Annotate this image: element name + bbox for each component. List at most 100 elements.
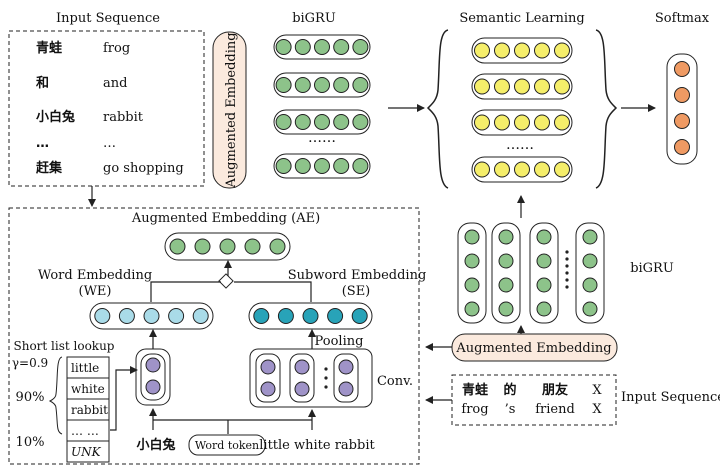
bigru-right-ellipsis-dot	[565, 264, 569, 268]
semantic-row-node	[534, 78, 550, 95]
bigru-right-columns	[457, 222, 605, 324]
augmented-embedding-vertical-label: Augmented Embedding	[224, 32, 239, 188]
ae-row	[164, 232, 291, 261]
se-row	[248, 302, 373, 330]
ae-row-node	[169, 238, 186, 255]
bigru-top-row-node	[275, 158, 292, 174]
bigru-right-node	[582, 277, 598, 293]
pct-90-label: 90%	[16, 390, 45, 405]
conv-filter-node	[338, 381, 354, 397]
se-abbr-label: (SE)	[342, 284, 371, 299]
semantic-ellipsis: ……	[506, 137, 534, 153]
bigru-right-node	[464, 277, 480, 293]
input-token-chinese: 和	[36, 75, 49, 91]
input-token-english: rabbit	[103, 110, 144, 125]
bigru-right-ellipsis-dot	[565, 257, 569, 261]
bigru-top-title: biGRU	[292, 11, 336, 26]
word-token-pill	[188, 434, 266, 456]
input-right-english: friend	[535, 402, 575, 417]
softmax-title: Softmax	[655, 11, 710, 26]
ae-row-node	[194, 238, 211, 255]
semantic-row-node	[534, 114, 550, 131]
semantic-right-brace	[595, 29, 618, 189]
augmented-embedding-panel	[8, 207, 420, 465]
bigru-top-row-node	[314, 77, 330, 93]
semantic-row-node	[554, 114, 570, 131]
semantic-row-node	[494, 42, 510, 59]
bigru-top-rows: ……	[273, 34, 371, 179]
input-token-chinese: 赶集	[35, 160, 63, 176]
conv-filters	[255, 353, 359, 403]
word-embedding-label: Word Embedding	[38, 268, 152, 283]
semantic-row-node	[554, 42, 570, 59]
bigru-top-ellipsis: ……	[308, 130, 336, 146]
input-right-chinese: X	[592, 383, 602, 398]
gamma-label: γ=0.9	[12, 356, 48, 370]
word-vector-node	[145, 379, 161, 395]
short-list-brace	[48, 356, 63, 435]
word-vector-nodes	[145, 357, 161, 395]
bigru-top-row-node	[352, 158, 369, 174]
pct-10-label: 10%	[16, 435, 45, 450]
semantic-row-node	[514, 78, 530, 95]
se-row-node	[351, 308, 368, 324]
semantic-row-node	[474, 161, 490, 178]
input-sequence-title: Input Sequence	[56, 11, 160, 26]
short-list-entry: … …	[71, 424, 99, 438]
se-to-diamond-line	[234, 281, 312, 302]
input-token-chinese: 小白兔	[36, 109, 75, 125]
semantic-learning-rows: ……	[471, 37, 573, 183]
we-row-node	[192, 308, 209, 324]
subword-embedding-label: Subword Embedding	[288, 268, 427, 283]
softmax-node	[674, 113, 690, 129]
bigru-right-node	[582, 229, 598, 245]
bigru-right-pill	[575, 222, 605, 324]
bigru-right-node	[582, 301, 598, 317]
conv-ellipsis-dot	[324, 376, 328, 380]
input-right-chinese: 的	[503, 382, 516, 398]
bigru-top-row-node	[294, 39, 311, 55]
conv-ellipsis-dot	[324, 367, 328, 371]
bigru-right-pill	[457, 222, 487, 324]
short-list-lookup-label: Short list lookup	[14, 339, 115, 353]
bigru-right-node	[582, 253, 598, 269]
input-token-chinese: …	[36, 136, 49, 151]
bigru-right-node	[464, 301, 480, 317]
bigru-top-row-node	[352, 39, 369, 55]
bigru-right-node	[464, 229, 480, 245]
augmented-embedding-pill	[212, 31, 247, 189]
bigru-top-row-node	[314, 158, 330, 174]
bigru-right-ellipsis-dot	[565, 250, 569, 254]
semantic-row-node	[514, 161, 530, 178]
conv-label: Conv.	[377, 374, 413, 389]
conv-filter-node	[260, 381, 276, 397]
bigru-top-row-node	[314, 114, 330, 130]
se-row-node	[253, 308, 270, 324]
se-row-node	[277, 308, 294, 324]
semantic-row-node	[474, 42, 490, 59]
short-list-entry: rabbit	[71, 403, 108, 417]
bigru-top-row-node	[294, 114, 311, 130]
semantic-left-brace	[426, 29, 449, 189]
semantic-row-node	[534, 161, 550, 178]
input-right-english: frog	[461, 402, 488, 417]
softmax-node	[674, 61, 690, 77]
semantic-row-node	[494, 78, 510, 95]
pooling-label: Pooling	[315, 334, 364, 349]
bigru-right-node	[536, 229, 552, 245]
softmax-pill	[666, 53, 698, 165]
conv-filter-node	[338, 359, 354, 375]
augmented-embedding-right-label: Augmented Embedding	[455, 341, 611, 356]
input-token-english: frog	[103, 41, 130, 56]
bigru-right-node	[536, 277, 552, 293]
bigru-right-ellipsis-dot	[565, 285, 569, 289]
word-token-label: Word token	[195, 439, 259, 452]
bigru-top-row-node	[352, 114, 369, 130]
word-token-english: little white rabbit	[259, 438, 375, 453]
ae-row-node	[244, 238, 261, 255]
semantic-row-node	[554, 78, 570, 95]
input-right-english: ’s	[505, 402, 516, 417]
